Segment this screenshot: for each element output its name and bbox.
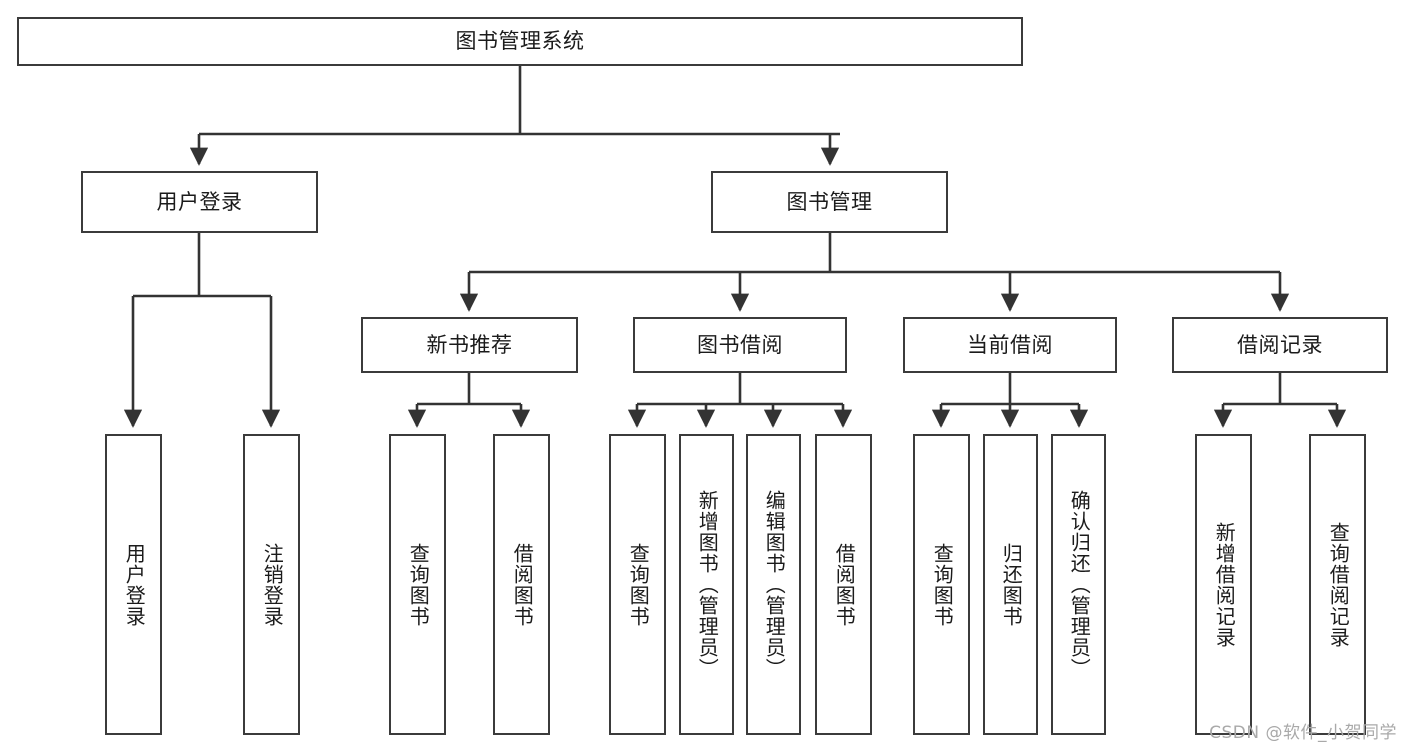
node-label: 借阅图书 (510, 542, 535, 627)
node-book-borrow[interactable]: 图书借阅 (633, 317, 847, 373)
leaf-edit-book-admin[interactable]: 编辑图书（管理员） (746, 434, 801, 735)
node-label: 用户登录 (122, 542, 147, 627)
node-label: 查询图书 (930, 542, 955, 627)
node-label: 借阅记录 (1237, 332, 1323, 357)
node-label: 图书管理 (786, 189, 873, 214)
leaf-add-book-admin[interactable]: 新增图书（管理员） (679, 434, 734, 735)
leaf-logout[interactable]: 注销登录 (243, 434, 300, 735)
leaf-query-borrow-record[interactable]: 查询借阅记录 (1309, 434, 1366, 735)
node-label: 确认归还（管理员） (1067, 490, 1092, 679)
node-book-management[interactable]: 图书管理 (711, 171, 948, 233)
node-label: 查询借阅记录 (1326, 521, 1351, 648)
node-label: 新书推荐 (426, 332, 513, 357)
leaf-borrow-book[interactable]: 借阅图书 (815, 434, 872, 735)
leaf-return-book[interactable]: 归还图书 (983, 434, 1038, 735)
node-label: 查询图书 (626, 542, 651, 627)
node-new-book-recommend[interactable]: 新书推荐 (361, 317, 578, 373)
node-book-management-system[interactable]: 图书管理系统 (17, 17, 1023, 66)
leaf-query-book-borrow[interactable]: 查询图书 (609, 434, 666, 735)
node-label: 用户登录 (156, 189, 243, 214)
leaf-add-borrow-record[interactable]: 新增借阅记录 (1195, 434, 1252, 735)
node-label: 图书借阅 (697, 332, 783, 357)
csdn-watermark: CSDN @软件_小贺同学 (1209, 723, 1397, 743)
node-label: 借阅图书 (832, 542, 857, 627)
node-label: 当前借阅 (967, 332, 1053, 357)
node-borrow-records[interactable]: 借阅记录 (1172, 317, 1388, 373)
node-label: 新增借阅记录 (1212, 521, 1237, 648)
node-label: 归还图书 (999, 542, 1024, 627)
node-label: 图书管理系统 (455, 29, 585, 54)
leaf-query-book-current[interactable]: 查询图书 (913, 434, 970, 735)
leaf-confirm-return-admin[interactable]: 确认归还（管理员） (1051, 434, 1106, 735)
node-label: 编辑图书（管理员） (762, 490, 787, 679)
node-user-login[interactable]: 用户登录 (81, 171, 318, 233)
leaf-query-book-new[interactable]: 查询图书 (389, 434, 446, 735)
leaf-borrow-book-new[interactable]: 借阅图书 (493, 434, 550, 735)
node-label: 查询图书 (406, 542, 431, 627)
node-label: 新增图书（管理员） (695, 490, 720, 679)
node-current-borrow[interactable]: 当前借阅 (903, 317, 1117, 373)
node-label: 注销登录 (260, 542, 285, 627)
leaf-user-login[interactable]: 用户登录 (105, 434, 162, 735)
